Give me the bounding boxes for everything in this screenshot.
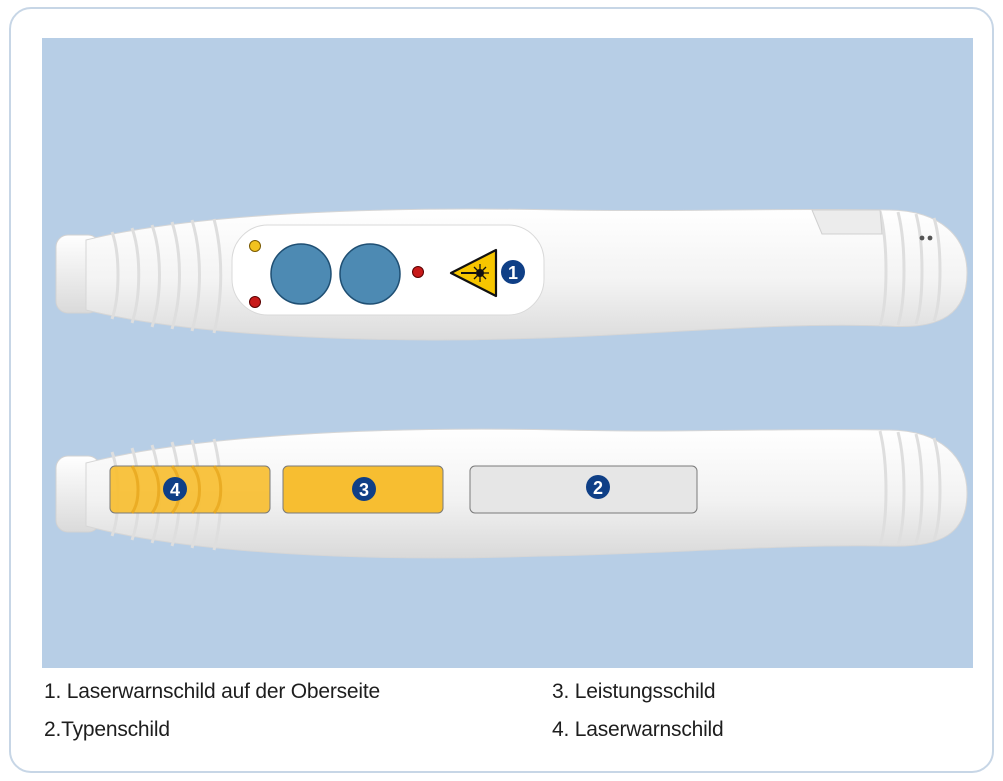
device-top-grip-ridges — [110, 218, 223, 334]
device-bottom-view: 4 3 2 — [55, 428, 968, 559]
legend-item-2: 2.Typenschild — [44, 718, 170, 742]
device-top-tip-ridges — [878, 210, 942, 327]
legend-text: Typenschild — [61, 718, 170, 741]
callout-badge-2: 2 — [586, 475, 610, 499]
legend-text: Laserwarnschild — [574, 718, 724, 741]
device-bottom-tip-ridges — [878, 430, 942, 546]
legend-item-1: 1. Laserwarnschild auf der Oberseite — [44, 680, 380, 704]
callout-number: 4 — [170, 480, 180, 500]
legend-text: Leistungsschild — [574, 680, 716, 703]
device-top-tip-dot — [919, 235, 925, 241]
label-type-plate — [469, 465, 698, 514]
legend-item-4: 4. Laserwarnschild — [552, 718, 724, 742]
legend-text: Laserwarnschild auf der Oberseite — [66, 680, 380, 703]
led-red-indicator — [412, 266, 424, 278]
device-illustration: 1 — [42, 38, 973, 668]
label-laser-warning — [109, 465, 271, 515]
legend-number: 3. — [552, 680, 570, 703]
laser-warning-icon — [449, 248, 498, 298]
callout-badge-1: 1 — [501, 260, 525, 284]
legend-number: 4. — [552, 718, 570, 741]
legend-item-3: 3. Leistungsschild — [552, 680, 716, 704]
control-button-right[interactable] — [339, 243, 401, 305]
callout-number: 3 — [359, 480, 369, 500]
legend-number: 2. — [44, 718, 62, 741]
control-button-left[interactable] — [270, 243, 332, 305]
led-yellow-indicator — [249, 240, 261, 252]
device-top-clip — [811, 209, 883, 235]
callout-badge-3: 3 — [352, 477, 376, 501]
callout-number: 1 — [508, 263, 518, 283]
callout-badge-4: 4 — [163, 477, 187, 501]
legend-number: 1. — [44, 680, 62, 703]
callout-number: 2 — [593, 478, 603, 498]
led-red-indicator — [249, 296, 261, 308]
device-top-view: 1 — [55, 208, 968, 341]
device-top-tip-dot — [927, 235, 933, 241]
